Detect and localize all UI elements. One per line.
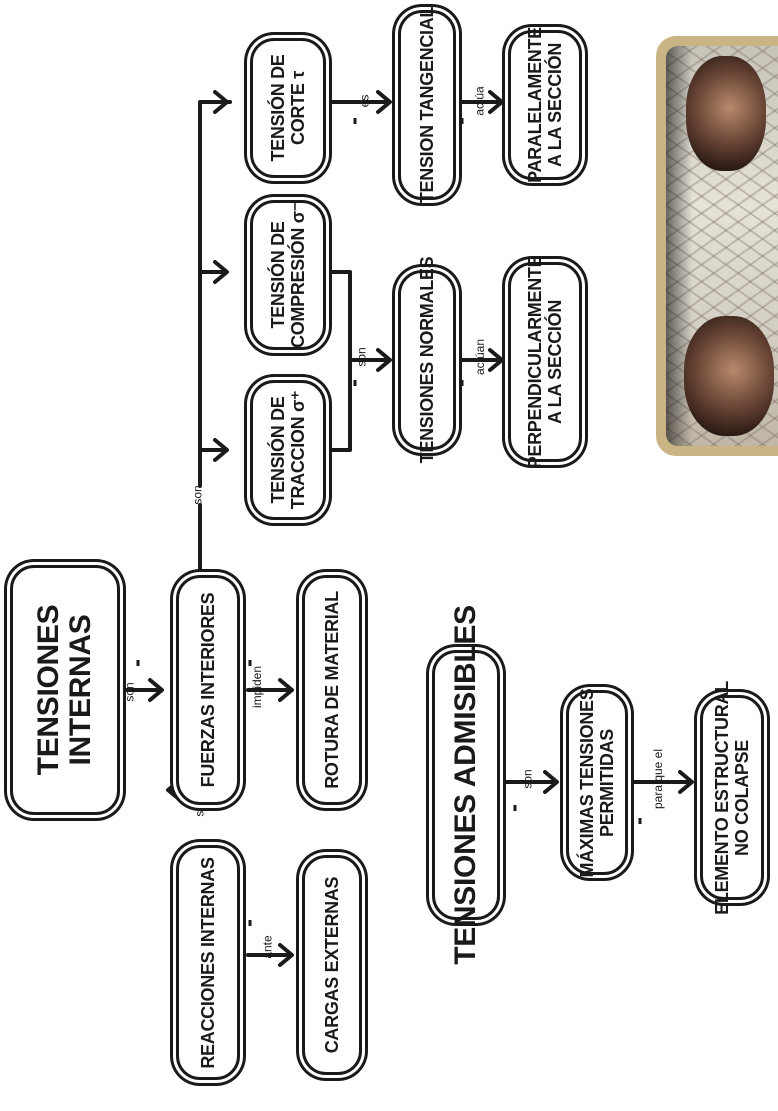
link-impiden: impiden [250, 665, 265, 709]
node-tension-compresion: TENSIÓN DE COMPRESIÓN σ⁻ [250, 200, 326, 350]
node-tensiones-normales: TENSIONES NORMALES [398, 257, 456, 463]
node-cargas-externas: CARGAS EXTERNAS [302, 855, 362, 1075]
link-es: es [357, 94, 372, 108]
person-left [684, 316, 774, 436]
link-actua: actúa [472, 86, 487, 116]
node-tension-tangencial: TENSION TANGENCIAL [398, 7, 456, 203]
node-elemento-estructural: ELEMENTO ESTRUCTURAL NO COLAPSE [700, 681, 764, 914]
link-son-4: son [354, 347, 369, 367]
photo-image [666, 46, 778, 446]
node-reacciones-internas: REACCIONES INTERNAS [176, 845, 240, 1080]
arrow-head [278, 943, 294, 967]
link-ante: ante [260, 935, 275, 959]
arrow-head [278, 678, 294, 702]
link-son-3: son [190, 485, 205, 505]
trunk [198, 100, 232, 488]
node-fuerzas-interiores: FUERZAS INTERIORES [176, 575, 240, 805]
node-rotura-material: ROTURA DE MATERIAL [302, 575, 362, 805]
link-son-5: son [520, 769, 535, 789]
node-perpendicularmente: PERPENDICULARMENTE A LA SECCIÓN [508, 256, 582, 468]
bracket [328, 270, 352, 452]
node-tensiones-internas: TENSIONES INTERNAS [10, 565, 120, 815]
photo-frame [656, 36, 778, 456]
arrow-head [148, 678, 164, 702]
person-right [686, 56, 766, 171]
link-para-que: para que el [651, 748, 666, 810]
link-son-1: son [122, 682, 137, 702]
node-maximas-tensiones: MÁXIMAS TENSIONES PERMITIDAS [566, 688, 628, 877]
node-tension-corte: TENSIÓN DE CORTE τ [250, 38, 326, 178]
link-actuan: actúan [473, 338, 488, 376]
node-tension-traccion: TENSIÓN DE TRACCION σ⁺ [250, 380, 326, 520]
node-tensiones-admisibles: TENSIONES ADMISIBLES [432, 605, 500, 965]
node-paralelamente: PARALELAMENTE A LA SECCIÓN [508, 27, 582, 183]
